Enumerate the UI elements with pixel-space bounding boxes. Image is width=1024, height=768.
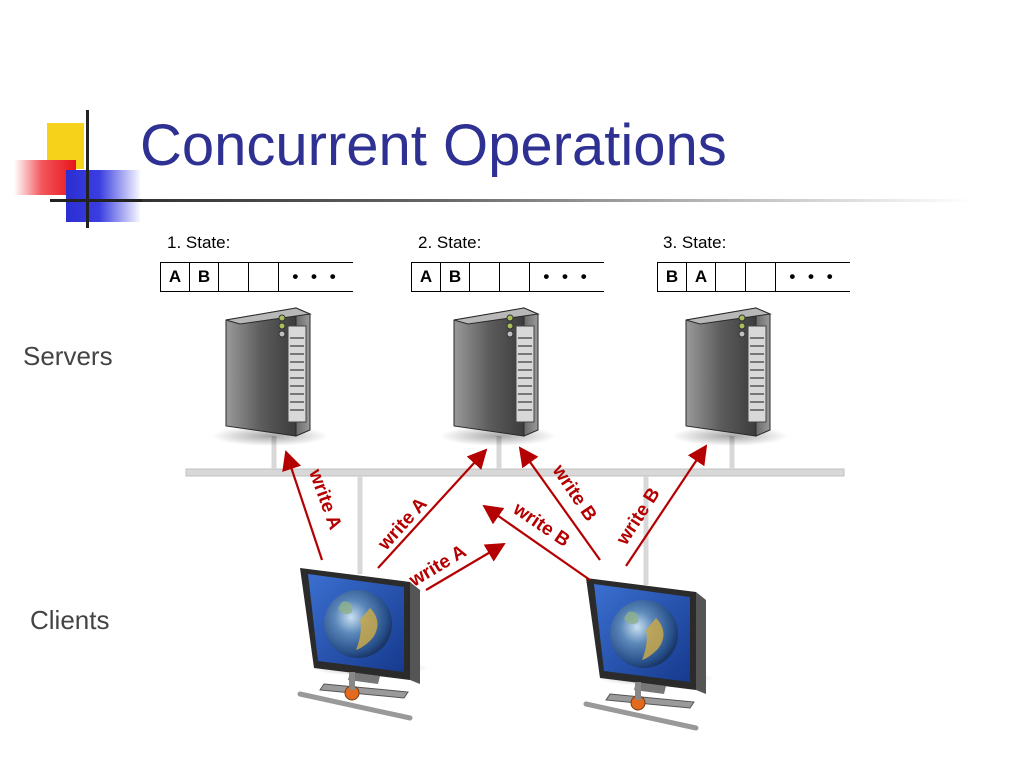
write-arrows [282,444,708,591]
state-1-cell [218,262,249,292]
state-1-cell [248,262,279,292]
state-1-cell: A [160,262,190,292]
decorative-red-square [14,160,76,195]
computer-monitor-globe-icon [300,568,428,718]
server-tower-icon [211,307,329,447]
arrow-write-a-server2 [377,448,488,569]
decorative-horizontal-line [50,199,142,202]
state-3-label: 3. State: [663,233,727,252]
computer-monitor-globe-icon [586,578,714,728]
network-links [185,436,845,585]
state-2-cell-ellipsis: • • • [529,262,604,292]
state-2-cell: A [411,262,441,292]
decorative-blue-square [66,170,140,222]
page-title: Concurrent Operations [140,113,727,178]
state-2-label: 2. State: [418,233,482,252]
state-3-cell-ellipsis: • • • [775,262,850,292]
arrow-write-b-server3 [625,444,708,567]
state-2-cell [469,262,500,292]
state-1-label: 1. State: [167,233,231,252]
state-1-cell-ellipsis: • • • [278,262,353,292]
state-3-table: B A • • • [657,262,850,292]
arrow-write-a-server1 [282,450,324,561]
server-tower-icon [439,307,557,447]
decorative-vertical-line [86,110,89,228]
arrow-label: write B [508,498,573,551]
state-3-cell [745,262,776,292]
servers-label: Servers [23,341,113,371]
clients-label: Clients [30,605,110,635]
state-2-cell: B [440,262,470,292]
state-3-cell: B [657,262,687,292]
arrow-write-a-client2 [425,542,506,591]
arrow-write-b-client1 [482,504,591,581]
state-1-table: A B • • • [160,262,353,292]
state-2-cell [499,262,530,292]
arrow-label: write B [612,484,665,549]
state-1-cell: B [189,262,219,292]
state-2-table: A B • • • [411,262,604,292]
server-tower-icon [671,307,789,447]
arrow-write-b-server2 [518,446,601,561]
state-3-cell [715,262,746,292]
title-underline [142,199,972,202]
arrow-label: write A [373,494,431,556]
